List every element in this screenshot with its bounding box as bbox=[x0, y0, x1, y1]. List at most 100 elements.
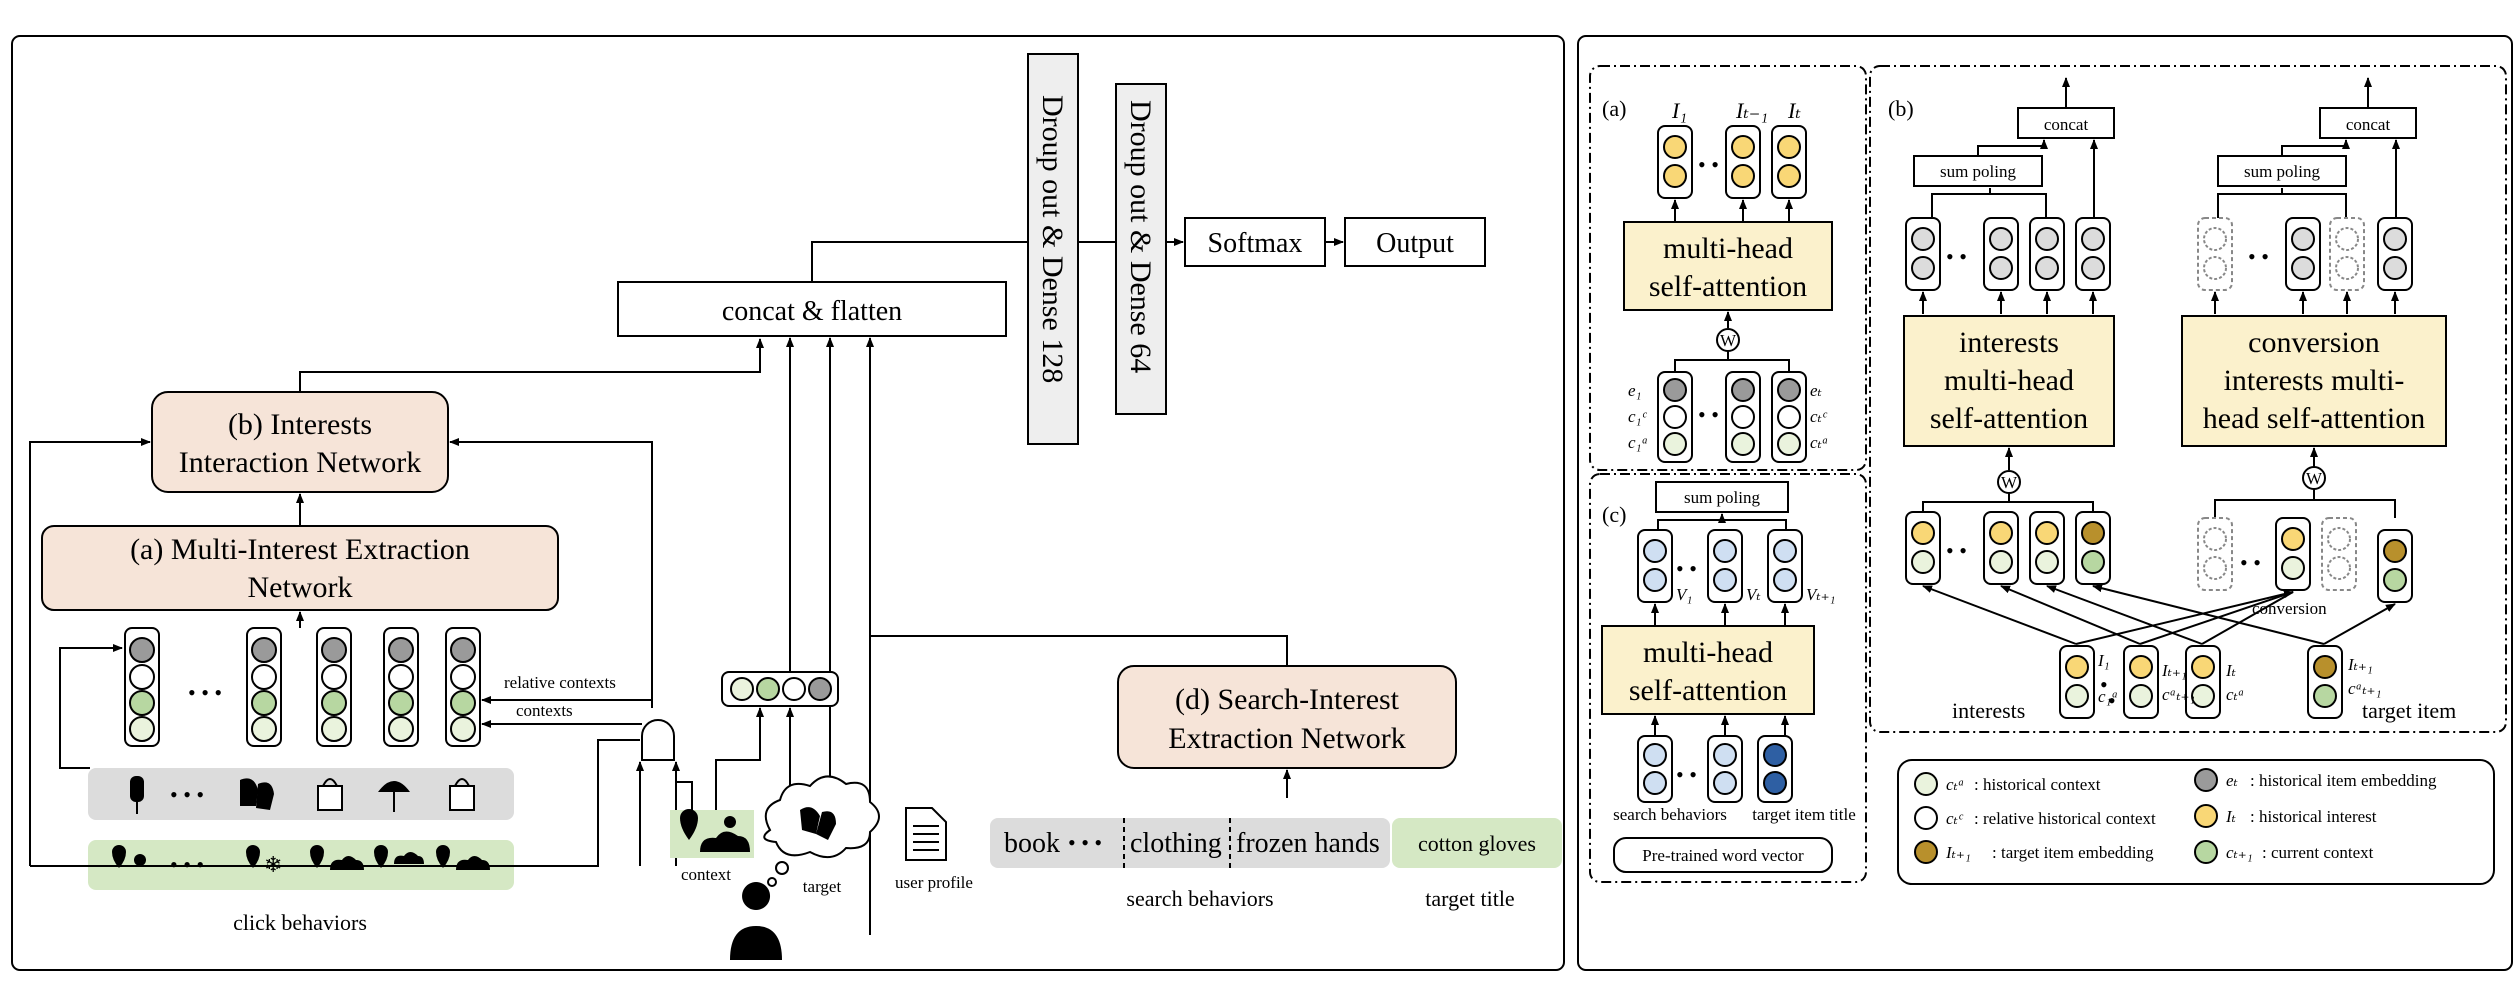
dense128-label: Droup out & Dense 128 bbox=[1036, 95, 1069, 383]
softmax-label: Softmax bbox=[1208, 228, 1303, 259]
search-term-frozen-hands: frozen hands bbox=[1236, 828, 1380, 859]
concat-flatten-label: concat & flatten bbox=[722, 296, 902, 327]
panel-a-attn-line2: self-attention bbox=[1649, 270, 1807, 303]
panel-b-conv-line1: conversion bbox=[2248, 326, 2380, 359]
output-label: Output bbox=[1376, 228, 1454, 259]
panel-b-mid-dots-left: • • bbox=[1946, 538, 1967, 563]
panel-b-top-dots-left: • • bbox=[1946, 244, 1967, 269]
panel-b-middle-columns-right bbox=[2197, 517, 2413, 603]
legend-sym-6: cₜ₊₁ bbox=[2226, 843, 2253, 862]
svg-text:• • •: • • • bbox=[170, 852, 204, 877]
svg-text:• • •: • • • bbox=[170, 782, 204, 807]
panel-c-label-vt1: Vₜ₊₁ bbox=[1806, 585, 1835, 604]
panel-b-bottom-label-4: cᵃₜ₊₁ bbox=[2162, 685, 2195, 704]
panel-b-mid-dots-right: • • bbox=[2240, 550, 2261, 575]
legend-sym-5: Iₜ₊₁ bbox=[1945, 843, 1971, 862]
search-term-book: book bbox=[1004, 828, 1060, 859]
interaction-line1: (b) Interests bbox=[228, 408, 372, 441]
panel-c-sum-poling bbox=[1655, 481, 1789, 513]
item-icons-bar bbox=[88, 768, 514, 820]
panel-c-label-v1: V₁ bbox=[1676, 585, 1692, 604]
panel-b-frame bbox=[1869, 65, 2507, 733]
panel-c-target-item-title: target item title bbox=[1752, 805, 1856, 824]
legend-sym-1: cₜᵃ bbox=[1946, 775, 1965, 794]
panel-b-target-item-label: target item bbox=[2362, 698, 2456, 723]
interaction-line2: Interaction Network bbox=[179, 446, 421, 479]
target-gloves-icon bbox=[800, 807, 836, 840]
columns-ellipsis: • • • bbox=[188, 680, 222, 705]
panel-a-w-text: W bbox=[1720, 331, 1737, 350]
panel-c-attn-line2: self-attention bbox=[1629, 674, 1787, 707]
panel-b-bottom-label-6: cₜᵃ bbox=[2226, 685, 2245, 704]
panel-b-interests-attention bbox=[1903, 315, 2115, 447]
dense64-box bbox=[1115, 83, 1167, 415]
panel-c-attn-line1: multi-head bbox=[1643, 636, 1773, 669]
dense128-box bbox=[1027, 53, 1079, 445]
legend-desc-1: : historical context bbox=[1974, 775, 2101, 794]
panel-b-bottom-dots-2: • bbox=[2108, 688, 2116, 713]
panel-b-bottom-dots: • bbox=[2100, 672, 2108, 697]
panel-b-interests-line2: multi-head bbox=[1944, 364, 2074, 397]
panel-b-interest-outputs-right bbox=[2197, 217, 2413, 291]
relative-contexts-label: relative contexts bbox=[504, 673, 616, 692]
panel-a-left-label-1: e₁ bbox=[1628, 381, 1641, 400]
panel-c-sum-poling-label: sum poling bbox=[1684, 488, 1761, 507]
panel-b-label: (b) bbox=[1888, 96, 1914, 121]
click-behaviors-label: click behaviors bbox=[233, 910, 367, 935]
panel-b-sum-poling-right-label: sum poling bbox=[2244, 162, 2321, 181]
search-behaviors-bar bbox=[990, 818, 1390, 868]
target-title-label: target title bbox=[1425, 886, 1514, 911]
output-box bbox=[1344, 217, 1486, 267]
panel-a-left-label-3: c₁ᵃ bbox=[1628, 433, 1648, 452]
panel-a-right-label-1: eₜ bbox=[1810, 381, 1823, 400]
context-label: context bbox=[681, 865, 731, 884]
legend-desc-6: : current context bbox=[2262, 843, 2374, 862]
search-behaviors-label: search behaviors bbox=[1126, 886, 1273, 911]
search-term-dots: • • • bbox=[1068, 830, 1102, 855]
panel-a-right-label-3: cₜᵃ bbox=[1810, 433, 1829, 452]
panel-c-search-behaviors: search behaviors bbox=[1613, 805, 1727, 824]
panel-c-output-columns bbox=[1637, 529, 1803, 603]
panel-b-interest-outputs-left bbox=[1905, 217, 2111, 291]
legend-desc-4: : historical interest bbox=[2250, 807, 2377, 826]
context-weather-icon bbox=[700, 831, 750, 852]
panel-b-w-left-text: W bbox=[2001, 473, 2018, 492]
panel-b-top-dots-right: • • bbox=[2248, 244, 2269, 269]
main-panel-frame bbox=[11, 35, 1565, 971]
panel-c-attention-box bbox=[1601, 625, 1815, 715]
panel-b-bottom-label-5: Iₜ bbox=[2225, 661, 2237, 680]
extraction-line1: (a) Multi-Interest Extraction bbox=[130, 533, 470, 566]
panel-c-label: (c) bbox=[1602, 502, 1626, 527]
panel-c-input-columns bbox=[1637, 735, 1793, 803]
panel-a-dots: • • bbox=[1698, 152, 1719, 177]
svg-text:❄: ❄ bbox=[264, 852, 282, 877]
target-title-bar bbox=[1392, 818, 1562, 868]
panel-b-bottom-label-3: Iₜ₊₁ bbox=[2161, 661, 2187, 680]
panel-c-label-vt: Vₜ bbox=[1746, 585, 1761, 604]
panel-a-frame bbox=[1589, 65, 1867, 471]
panel-b-concat-left-label: concat bbox=[2044, 115, 2089, 134]
dense64-label: Droup out & Dense 64 bbox=[1124, 100, 1157, 373]
panel-c-dots: • • bbox=[1676, 556, 1697, 581]
panel-b-conv-line3: head self-attention bbox=[2203, 402, 2425, 435]
panel-c-pretrained-label: Pre-trained word vector bbox=[1642, 846, 1804, 865]
panel-b-middle-columns-left bbox=[1905, 511, 2111, 585]
person-icon bbox=[730, 882, 782, 960]
panel-b-bottom-label-8: cᵃₜ₊₁ bbox=[2348, 679, 2381, 698]
panel-b-interests-line3: self-attention bbox=[1930, 402, 2088, 435]
search-line1: (d) Search-Interest bbox=[1175, 683, 1400, 716]
panel-b-bottom-label-1: I₁ bbox=[2097, 651, 2110, 670]
item-icons: • • • bbox=[130, 776, 475, 814]
panel-b-bottom-label-2: c₁ᵃ bbox=[2098, 687, 2118, 706]
panel-b-conv-line2: interests multi- bbox=[2224, 364, 2405, 397]
contexts-label: contexts bbox=[516, 701, 573, 720]
user-profile-label: user profile bbox=[895, 873, 973, 892]
legend-sym-4: Iₜ bbox=[2225, 807, 2237, 826]
panel-a-input-columns bbox=[1657, 371, 1807, 463]
legend-desc-2: : historical item embedding bbox=[2250, 771, 2437, 790]
target-title-term: cotton gloves bbox=[1418, 831, 1536, 856]
legend-sym-2: eₜ bbox=[2226, 771, 2239, 790]
search-term-clothing: clothing bbox=[1130, 828, 1222, 859]
panel-a-left-label-2: c₁ᶜ bbox=[1628, 407, 1647, 426]
panel-b-interests-label: interests bbox=[1952, 698, 2025, 723]
